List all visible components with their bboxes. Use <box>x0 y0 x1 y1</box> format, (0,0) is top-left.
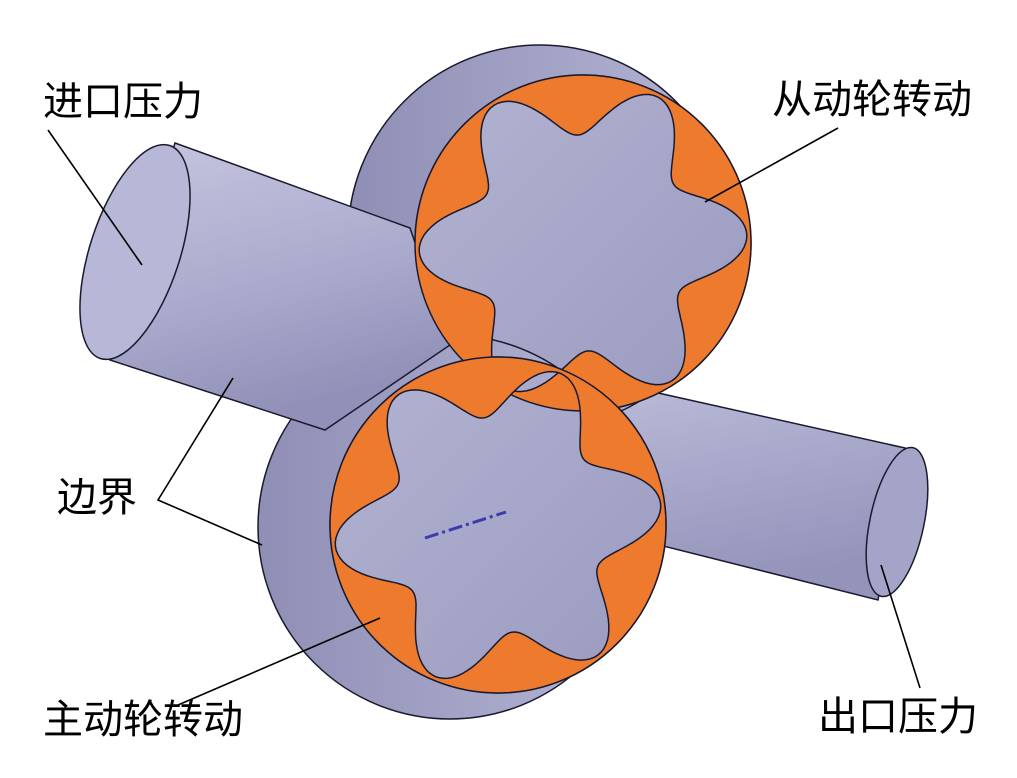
inlet-pipe <box>79 142 451 431</box>
driven-gear <box>414 74 752 412</box>
leader-inlet-pressure <box>47 129 143 266</box>
label-driven-gear-rotation: 从动轮转动 <box>772 77 972 123</box>
drive-gear-axis <box>424 510 507 540</box>
leader-driven-gear <box>704 127 839 203</box>
leader-drive-gear <box>177 617 381 706</box>
label-drive-gear-rotation: 主动轮转动 <box>43 697 243 743</box>
leader-outlet-pressure <box>880 564 921 689</box>
outlet-pipe <box>559 379 929 601</box>
leader-lines <box>47 127 921 706</box>
label-outlet-pressure: 出口压力 <box>818 694 978 740</box>
drive-gear <box>329 356 667 694</box>
label-boundary: 边界 <box>57 475 137 521</box>
leader-boundary <box>156 377 263 546</box>
label-inlet-pressure: 进口压力 <box>43 79 203 125</box>
